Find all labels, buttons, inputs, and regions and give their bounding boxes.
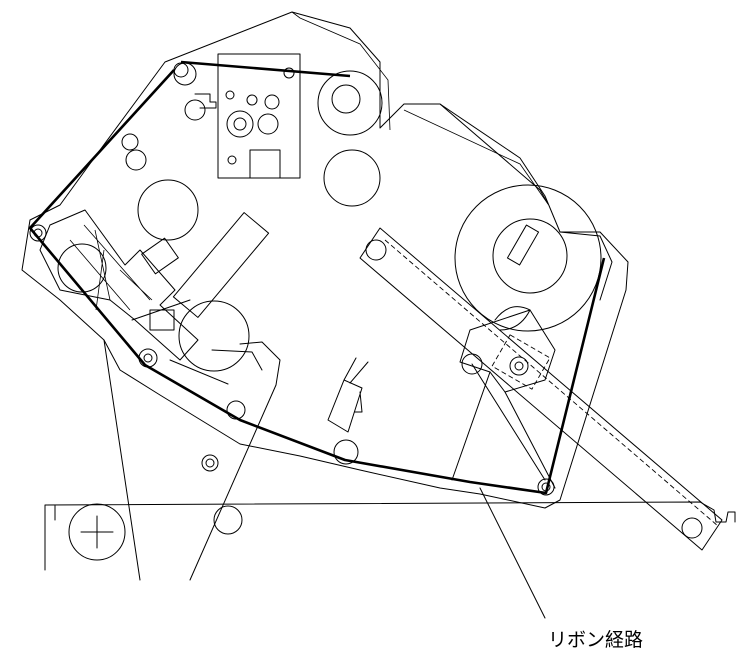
base-rail (44, 501, 736, 571)
frame-hole-e (178, 300, 250, 372)
bracket-hole-4 (246, 94, 258, 106)
roller-left (29, 224, 47, 242)
slide-bar-end-hole-bottom (681, 517, 703, 539)
sensor-component (327, 357, 369, 433)
arm-pivot (57, 243, 107, 293)
lower-link-1 (103, 299, 281, 581)
roller-bottom-mid (333, 439, 359, 465)
callout-leader (479, 487, 546, 619)
adjuster-link (451, 363, 556, 489)
arm-bracket (172, 212, 270, 318)
roller-top-left (173, 62, 189, 78)
adjuster-lever (459, 309, 556, 393)
mid-roller (323, 149, 381, 207)
link-pivot-2 (213, 505, 243, 535)
slide-bar-groove (384, 239, 719, 527)
frame-hole-a (173, 62, 197, 86)
ribbon-spool-inner (492, 218, 568, 294)
upper-roller-hub (331, 84, 361, 114)
frame-hole-f (121, 133, 139, 151)
adjuster-block (491, 334, 551, 390)
bracket-hole-1-inner (233, 117, 247, 131)
arm-detail (69, 224, 153, 311)
frame-inner-edge (291, 11, 549, 205)
top-bracket-slot (249, 149, 281, 179)
adjuster-screw (509, 356, 529, 376)
frame-hole-c (125, 149, 147, 171)
lower-link-2 (169, 349, 263, 385)
bracket-hole-5 (225, 90, 235, 100)
bracket-hole-1 (226, 110, 254, 138)
frame-notch (194, 93, 217, 109)
frame-hole-b (184, 99, 206, 121)
roller-lower-left (138, 348, 158, 368)
ribbon-path-label: リボン経路 (548, 629, 643, 651)
ribbon-path (28, 60, 606, 495)
roller-lower-left-inner (143, 353, 153, 363)
frame-hole-d (137, 179, 199, 241)
platen-roller (68, 503, 126, 561)
bracket-hole-7 (227, 155, 237, 165)
roller-bottom-right (537, 478, 555, 496)
link-screw-inner (205, 458, 215, 468)
right-plate (439, 103, 613, 301)
adjuster-screw-inner (514, 361, 524, 371)
arm-assembly (39, 209, 199, 361)
link-screw (201, 454, 219, 472)
bracket-hole-3 (264, 94, 280, 110)
main-frame-outline (21, 11, 629, 509)
platen-roller-cross (80, 515, 114, 549)
upper-roller (317, 70, 383, 136)
ribbon-spool-outer (454, 184, 602, 332)
arm-clip (141, 237, 179, 275)
bracket-hole-6 (283, 67, 295, 79)
bracket-hole-2 (257, 113, 279, 135)
spool-hook (494, 306, 531, 331)
spool-key-slot (506, 224, 540, 266)
slide-bar-end-hole-top (365, 239, 387, 261)
adjuster-pivot (461, 353, 483, 375)
